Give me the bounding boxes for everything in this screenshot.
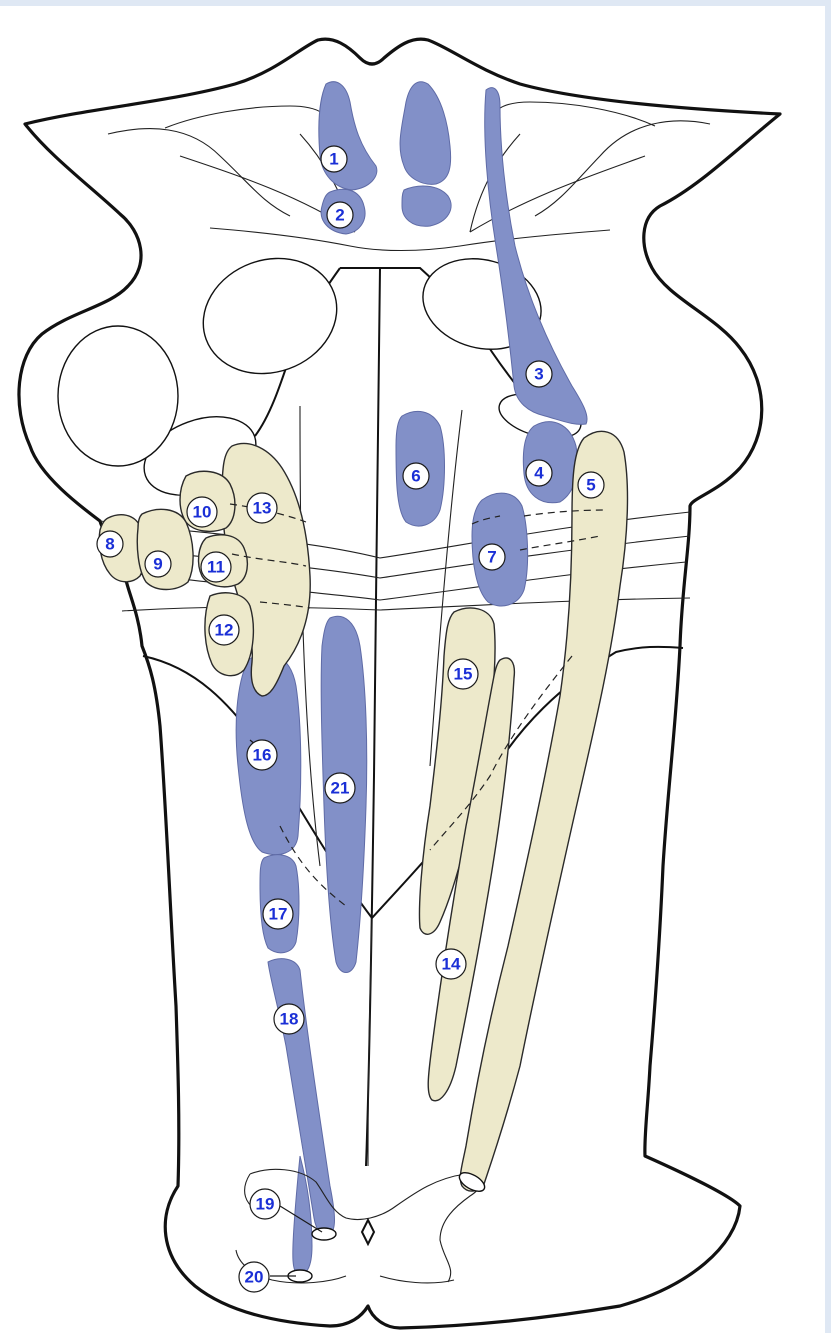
svg-text:3: 3 bbox=[534, 365, 543, 384]
svg-text:21: 21 bbox=[331, 779, 350, 798]
label-badge-21: 21 bbox=[325, 773, 355, 803]
svg-text:15: 15 bbox=[454, 665, 473, 684]
label-badge-11: 11 bbox=[201, 552, 231, 582]
label-badge-5: 5 bbox=[578, 472, 604, 498]
tract-end-19 bbox=[312, 1228, 336, 1240]
label-badge-12: 12 bbox=[209, 615, 239, 645]
label-badge-18: 18 bbox=[274, 1004, 304, 1034]
brainstem-outline bbox=[19, 39, 780, 1328]
label-badge-16: 16 bbox=[247, 740, 277, 770]
fiber-line bbox=[492, 102, 655, 126]
svg-text:9: 9 bbox=[153, 555, 162, 574]
label-badge-3: 3 bbox=[526, 361, 552, 387]
label-badge-19: 19 bbox=[250, 1189, 280, 1219]
svg-text:7: 7 bbox=[487, 548, 496, 567]
svg-text:1: 1 bbox=[329, 150, 338, 169]
peduncle-oval bbox=[58, 326, 178, 466]
brainstem-diagram: 1 2 3 4 5 6 7 8 9 10 11 12 13 14 15 16 1… bbox=[0, 6, 825, 1333]
svg-text:13: 13 bbox=[253, 499, 272, 518]
fiber-line bbox=[210, 228, 610, 251]
label-badge-1: 1 bbox=[321, 146, 347, 172]
label-badge-10: 10 bbox=[187, 497, 217, 527]
region-1-shape bbox=[319, 82, 377, 190]
svg-text:17: 17 bbox=[269, 905, 288, 924]
fiber-line bbox=[165, 106, 330, 131]
svg-text:2: 2 bbox=[335, 206, 344, 225]
svg-text:6: 6 bbox=[411, 467, 420, 486]
svg-text:19: 19 bbox=[256, 1195, 275, 1214]
label-badge-20: 20 bbox=[239, 1262, 269, 1292]
median-sulcus bbox=[366, 268, 380, 1166]
spinal-grey-matter bbox=[250, 1169, 466, 1219]
svg-text:5: 5 bbox=[586, 476, 595, 495]
label-badge-6: 6 bbox=[403, 463, 429, 489]
region-9-shape bbox=[137, 509, 193, 589]
region-1-mirror-shape bbox=[400, 82, 451, 185]
peduncle-oval bbox=[187, 240, 353, 392]
label-badge-15: 15 bbox=[448, 659, 478, 689]
central-canal bbox=[362, 1220, 374, 1244]
label-badge-7: 7 bbox=[479, 544, 505, 570]
fiber-line bbox=[300, 406, 320, 866]
label-badge-8: 8 bbox=[97, 531, 123, 557]
svg-text:12: 12 bbox=[215, 621, 234, 640]
label-badge-14: 14 bbox=[436, 949, 466, 979]
label-badge-2: 2 bbox=[327, 202, 353, 228]
label-badge-4: 4 bbox=[526, 460, 552, 486]
svg-text:18: 18 bbox=[280, 1010, 299, 1029]
spinal-grey-matter bbox=[380, 1276, 454, 1283]
region-2-mirror-shape bbox=[402, 186, 451, 226]
svg-text:8: 8 bbox=[105, 535, 114, 554]
svg-text:16: 16 bbox=[253, 746, 272, 765]
label-badge-13: 13 bbox=[247, 493, 277, 523]
label-badge-9: 9 bbox=[145, 551, 171, 577]
fiber-line bbox=[535, 121, 710, 216]
svg-text:11: 11 bbox=[207, 558, 225, 577]
svg-text:10: 10 bbox=[193, 503, 212, 522]
label-badge-17: 17 bbox=[263, 899, 293, 929]
svg-text:20: 20 bbox=[245, 1268, 264, 1287]
svg-text:4: 4 bbox=[534, 464, 544, 483]
fiber-line bbox=[108, 129, 290, 216]
svg-text:14: 14 bbox=[442, 955, 461, 974]
